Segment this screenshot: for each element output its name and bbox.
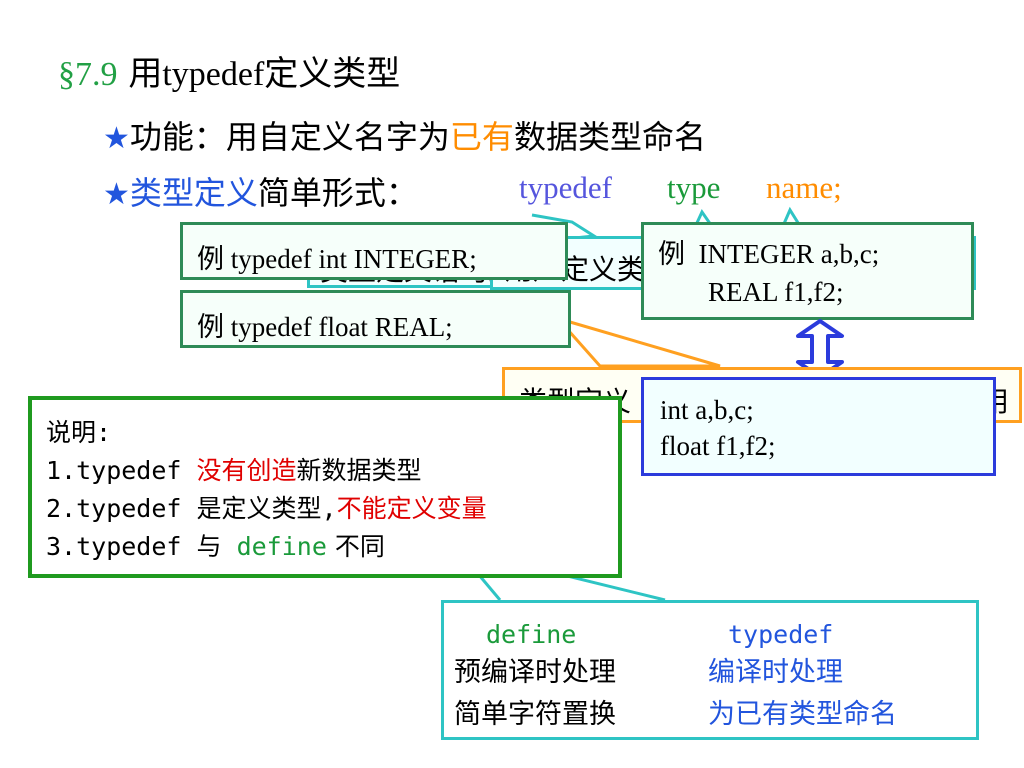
- note1-highlight: 没有创造: [196, 456, 297, 485]
- syntax-type: type: [667, 170, 721, 205]
- equivalent-declaration: int a,b,c; float f1,f2;: [641, 377, 996, 476]
- usage-line1: 例 INTEGER a,b,c;: [658, 235, 957, 273]
- notes-box: 说明: 1.typedef 没有创造新数据类型 2.typedef 是定义类型,…: [28, 396, 622, 578]
- title-suffix: 定义类型: [264, 54, 401, 94]
- note3-prefix: 3.typedef 与: [46, 532, 237, 561]
- note3-rest: 不同: [326, 532, 385, 561]
- syntax-typedef: typedef: [519, 170, 612, 205]
- star-bullet-icon: ★: [103, 121, 130, 156]
- compare-col2-row1: 编译时处理: [708, 657, 843, 688]
- syntax-name: name;: [766, 170, 842, 205]
- usage-line2: REAL f1,f2;: [708, 277, 844, 307]
- compare-col1-row1: 预编译时处理: [454, 657, 616, 688]
- title-keyword: typedef: [162, 56, 265, 93]
- note-2: 2.typedef 是定义类型,不能定义变量: [46, 490, 604, 528]
- usage-example: 例 INTEGER a,b,c; REAL f1,f2;: [641, 222, 974, 320]
- page-title: §7.9 用typedef定义类型: [58, 46, 400, 95]
- pointer-orange: [566, 320, 721, 368]
- note1-rest: 新数据类型: [296, 456, 422, 485]
- compare-col1-head: define: [486, 620, 577, 649]
- bullet-function: ★功能：用自定义名字为已有数据类型命名: [103, 112, 706, 158]
- example-typedef-float: 例 typedef float REAL;: [180, 290, 571, 348]
- define-vs-typedef: define typedef 预编译时处理 编译时处理 简单字符置换 为已有类型…: [441, 600, 979, 740]
- usage-line1-code: INTEGER a,b,c;: [698, 239, 880, 269]
- example1-code: typedef int INTEGER;: [230, 244, 477, 274]
- example-typedef-int: 例 typedef int INTEGER;: [180, 222, 568, 280]
- equiv-line1: int a,b,c;: [660, 395, 754, 425]
- section-number: §7.9: [58, 56, 118, 93]
- bullet1-rest: 数据类型命名: [513, 118, 706, 156]
- notes-heading: 说明:: [46, 418, 112, 447]
- compare-col2-head: typedef: [728, 620, 834, 649]
- note-3: 3.typedef 与 define 不同: [46, 528, 604, 566]
- bullet1-highlight: 已有: [449, 118, 514, 156]
- bullet2-rest: 简单形式：: [257, 174, 418, 212]
- note2-prefix: 2.typedef 是定义类型,: [46, 494, 337, 523]
- example2-code: typedef float REAL;: [230, 312, 453, 342]
- example1-prefix: 例: [197, 244, 224, 274]
- note-1: 1.typedef 没有创造新数据类型: [46, 452, 604, 490]
- star-bullet-icon: ★: [103, 177, 130, 212]
- compare-col2-row2: 为已有类型命名: [708, 699, 897, 730]
- bullet2-label: 类型定义: [129, 174, 258, 212]
- equiv-line2: float f1,f2;: [660, 431, 776, 461]
- note2-highlight: 不能定义变量: [336, 494, 487, 523]
- note1-prefix: 1.typedef: [46, 456, 197, 485]
- example2-prefix: 例: [197, 312, 224, 342]
- bullet-typedef-form: ★类型定义简单形式：: [103, 168, 418, 214]
- bullet1-label: 功能：用自定义名字为: [129, 118, 450, 156]
- compare-col1-row2: 简单字符置换: [454, 699, 616, 730]
- usage-prefix: 例: [658, 239, 685, 269]
- title-prefix: 用: [128, 54, 163, 94]
- note3-define: define: [236, 532, 327, 561]
